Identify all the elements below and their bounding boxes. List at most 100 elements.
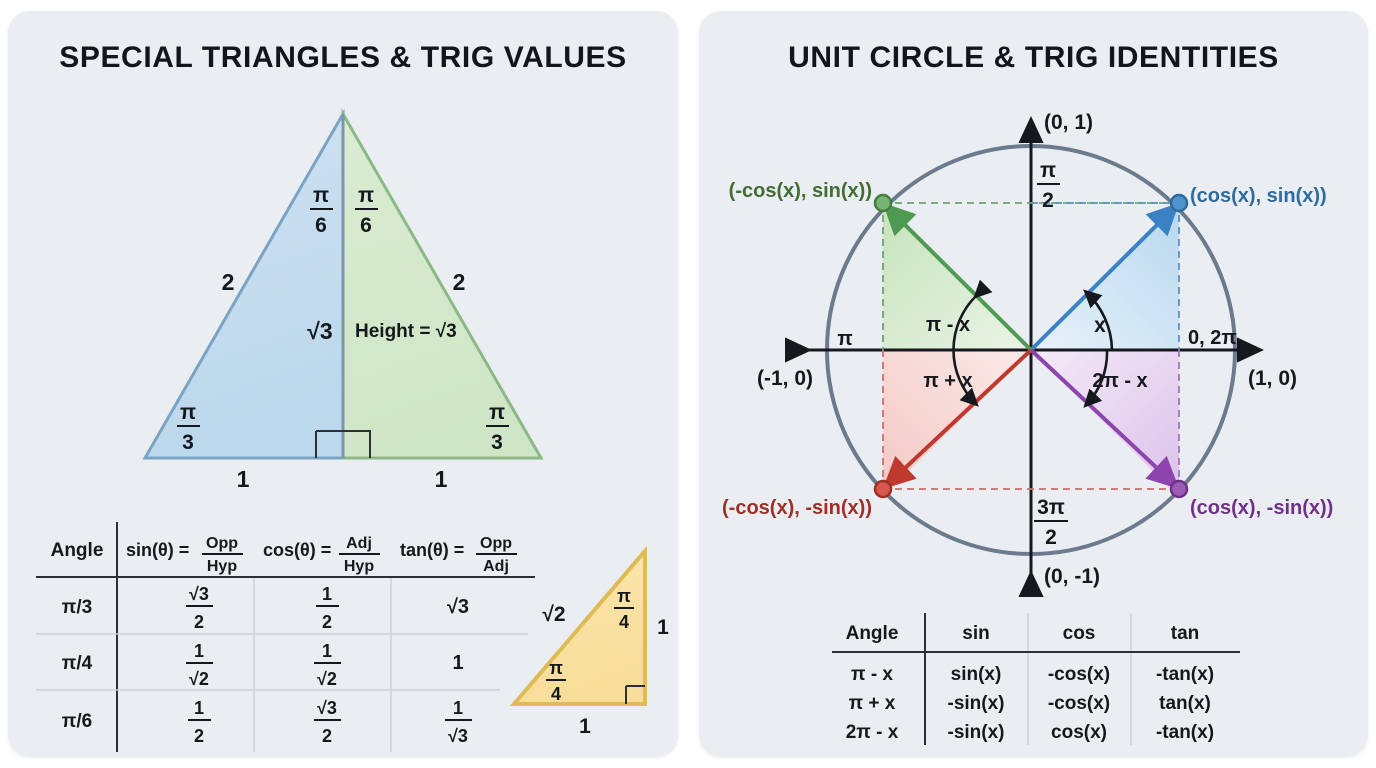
yellow-top-angle-num: π (617, 586, 631, 606)
col-header-sin-num: Opp (206, 535, 238, 552)
radius-vector-q2 (882, 202, 1033, 352)
apex-left-numerator: π (313, 184, 329, 207)
row3-angle: π/6 (62, 711, 92, 732)
yellow-left-angle-den: 4 (551, 684, 561, 704)
row1-cos-num: 1 (322, 584, 332, 604)
label-zero-two-pi-axis: 0, 2π (1188, 327, 1237, 349)
col-header-sin-den: Hyp (207, 558, 237, 575)
row1-cos-den: 2 (322, 612, 332, 632)
table-row: π - x sin(x) -cos(x) -tan(x) (851, 664, 1214, 685)
height-annotation: Height = √3 (355, 321, 457, 342)
base-angle-right: π 3 (486, 401, 509, 454)
point-q3 (873, 479, 893, 499)
radius-vector-q1 (1029, 202, 1180, 352)
angle-label-q4: 2π - x (1092, 370, 1147, 392)
left-side-length: 2 (222, 269, 235, 295)
yellow-left-angle-num: π (549, 658, 563, 678)
base-angle-left: π 3 (177, 401, 200, 454)
col-header-tan: tan(θ) = Opp Adj (400, 535, 517, 575)
identity-r1-cos: -cos(x) (1048, 664, 1110, 685)
row3-cos-num: √3 (317, 698, 337, 718)
yellow-hypotenuse-label: √2 (542, 603, 565, 626)
row2-cos-den: √2 (317, 669, 337, 689)
trig-identities-table: Angle sin cos tan π - x sin(x) -cos(x) -… (832, 613, 1240, 745)
identity-r1-tan: -tan(x) (1156, 664, 1214, 685)
point-q2 (873, 193, 893, 213)
base-right-denominator: 3 (491, 431, 503, 454)
col-header-sin: sin(θ) = Opp Hyp (126, 535, 243, 575)
point-label-q2: (-cos(x), sin(x)) (729, 180, 872, 202)
row1-angle: π/3 (62, 597, 92, 618)
col-header-angle: Angle (51, 540, 104, 561)
identity-r2-angle: π + x (849, 693, 896, 714)
col-header-cos: cos(θ) = Adj Hyp (263, 535, 380, 575)
row1-sin-den: 2 (194, 612, 204, 632)
base-left-numerator: π (180, 401, 196, 424)
row2-tan: 1 (452, 652, 463, 674)
row1-sin-num: √3 (189, 584, 209, 604)
identity-r2-tan: tan(x) (1159, 693, 1211, 714)
row3-tan-den: √3 (448, 726, 468, 746)
identity-r3-angle: 2π - x (846, 722, 899, 743)
right-angle-mark-yellow (625, 685, 645, 704)
identity-header-tan: tan (1171, 623, 1200, 644)
yellow-right-side-label: 1 (657, 616, 669, 639)
base-right-length: 1 (435, 466, 448, 492)
table-row: π/3 √3 2 1 2 √3 (62, 584, 469, 632)
col-header-tan-den: Adj (483, 558, 509, 575)
three-pi-half-numerator: 3π (1037, 496, 1065, 519)
yellow-triangle (509, 545, 647, 706)
row2-angle: π/4 (62, 653, 93, 674)
identity-r1-angle: π - x (851, 664, 893, 685)
label-pi-axis: π (837, 328, 852, 350)
row3-sin-den: 2 (194, 726, 204, 746)
three-pi-half-denominator: 2 (1045, 526, 1057, 549)
label-left-point: (-1, 0) (757, 367, 813, 390)
row1-tan: √3 (447, 596, 469, 618)
altitude-length: √3 (307, 318, 332, 344)
right-angle-mark-left (315, 430, 343, 458)
trig-values-table: Angle sin(θ) = Opp Hyp cos(θ) = Adj Hyp … (36, 522, 535, 752)
row2-cos-num: 1 (322, 641, 332, 661)
identity-r1-sin: sin(x) (951, 664, 1002, 685)
identity-r3-tan: -tan(x) (1156, 722, 1214, 743)
identity-r3-cos: cos(x) (1051, 722, 1107, 743)
row3-tan-num: 1 (453, 698, 463, 718)
identity-header-cos: cos (1063, 623, 1096, 644)
yellow-top-angle: π 4 (614, 586, 634, 632)
point-q1 (1169, 193, 1189, 213)
pi-half-denominator: 2 (1042, 189, 1054, 212)
identity-header-angle: Angle (846, 623, 899, 644)
row3-sin-num: 1 (194, 698, 204, 718)
label-right-point: (1, 0) (1248, 367, 1297, 390)
angle-label-q1: x (1094, 314, 1106, 337)
apex-angle-left: π 6 (310, 184, 333, 237)
label-three-pi-over-two: 3π 2 (1034, 496, 1068, 549)
angle-arc-q1 (1083, 289, 1114, 351)
apex-right-numerator: π (358, 184, 374, 207)
col-header-cos-prefix: cos(θ) = (263, 540, 331, 560)
point-label-q4: (cos(x), -sin(x)) (1190, 497, 1333, 519)
right-panel-title: UNIT CIRCLE & TRIG IDENTITIES (788, 41, 1279, 74)
right-side-length: 2 (453, 269, 466, 295)
identity-header-sin: sin (962, 623, 989, 644)
radius-vector-q3 (882, 348, 1033, 490)
angle-label-q2: π - x (926, 314, 970, 336)
identity-r2-sin: -sin(x) (948, 693, 1005, 714)
label-pi-over-two: π 2 (1037, 159, 1060, 212)
row2-sin-den: √2 (189, 669, 209, 689)
row2-sin-num: 1 (194, 641, 204, 661)
table-row: 2π - x -sin(x) cos(x) -tan(x) (846, 722, 1214, 743)
apex-right-denominator: 6 (360, 214, 372, 237)
label-bottom-point: (0, -1) (1044, 565, 1100, 588)
isoceles-right-triangle-figure: √2 π 4 π 4 1 1 (509, 545, 669, 738)
col-header-sin-prefix: sin(θ) = (126, 540, 189, 560)
angle-label-q3: π + x (923, 370, 972, 392)
apex-angle-right: π 6 (355, 184, 378, 237)
identity-r3-sin: -sin(x) (948, 722, 1005, 743)
col-header-tan-prefix: tan(θ) = (400, 540, 464, 560)
apex-left-denominator: 6 (315, 214, 327, 237)
